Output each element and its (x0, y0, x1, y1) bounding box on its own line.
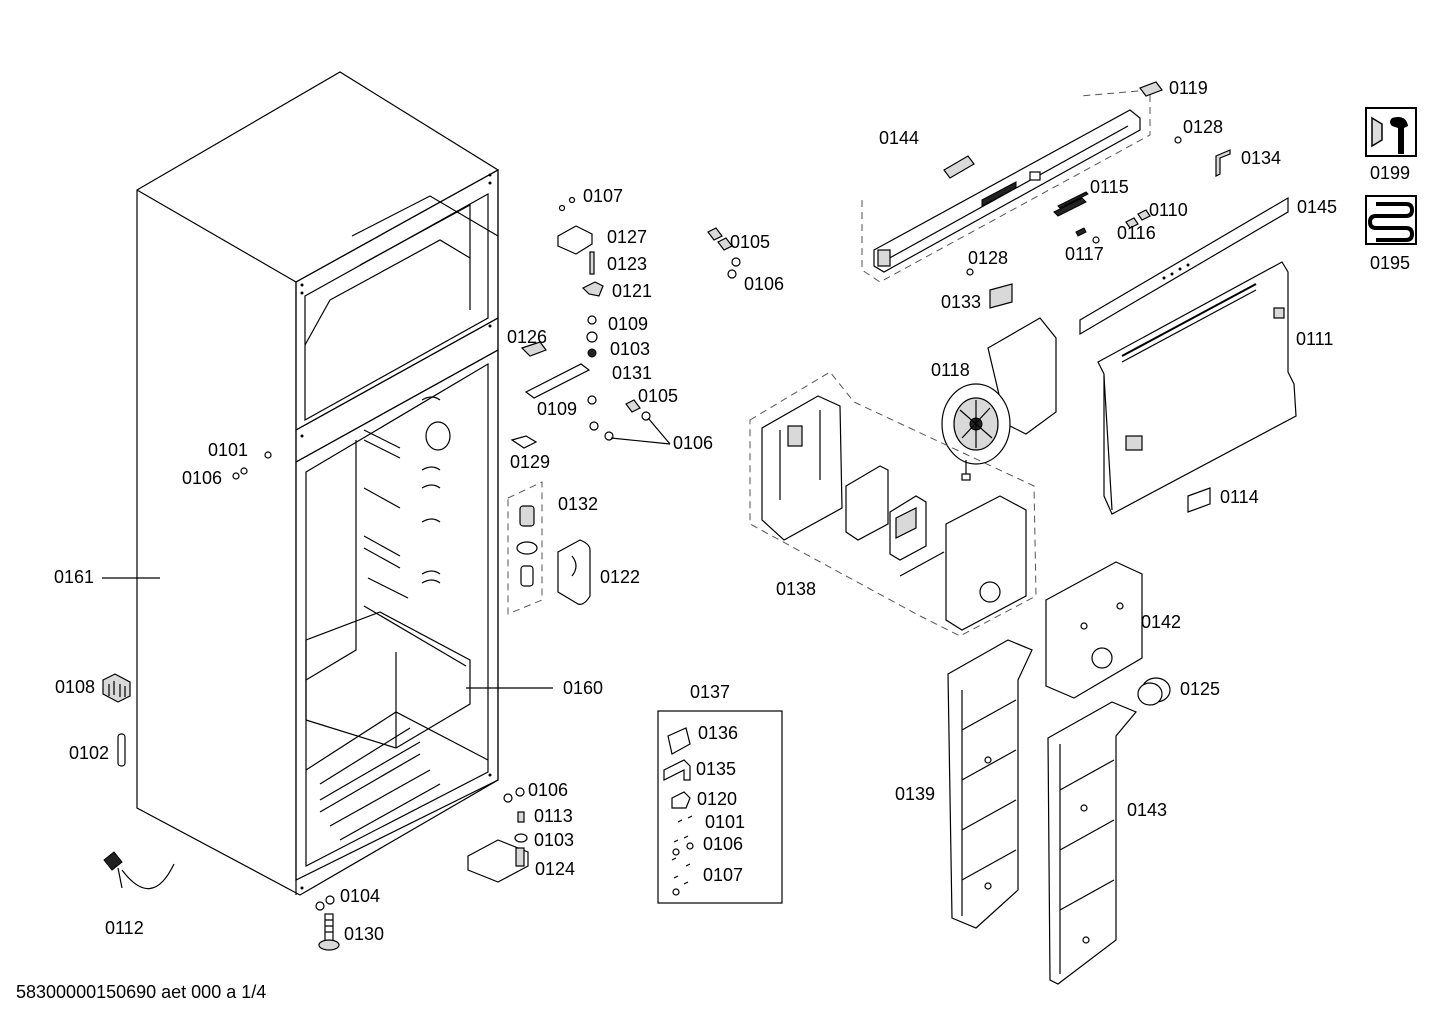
part-label-0130: 0130 (344, 924, 385, 944)
part-label-0108: 0108 (55, 677, 96, 697)
part-label-0111: 0111 (1296, 329, 1334, 349)
part-label-0107-kit: 0107 (703, 865, 744, 885)
part-label-0195: 0195 (1370, 253, 1411, 273)
part-label-0133: 0133 (941, 292, 982, 312)
screw-set-left (232, 451, 272, 480)
hinge-group (510, 196, 741, 449)
part-label-0104: 0104 (340, 886, 381, 906)
part-label-0128: 0128 (1183, 117, 1224, 137)
back-panel-drawing (1097, 261, 1297, 515)
part-label-0115: 0115 (1090, 177, 1129, 197)
top-strip-drawing (1079, 196, 1289, 336)
part-label-0121: 0121 (612, 281, 653, 301)
part-label-0128-lower: 0128 (968, 248, 1009, 268)
part-label-0129: 0129 (510, 452, 551, 472)
part-label-0101: 0101 (208, 440, 249, 460)
part-label-0106: 0106 (182, 468, 223, 488)
part-label-0126: 0126 (507, 327, 548, 347)
channel-left-drawing (947, 639, 1033, 929)
part-label-0106-kit: 0106 (703, 834, 744, 854)
part-label-0102: 0102 (69, 743, 110, 763)
part-label-0109: 0109 (608, 314, 649, 334)
knob-drawing (1137, 677, 1171, 706)
part-label-0117: 0117 (1065, 244, 1104, 264)
part-label-0139: 0139 (895, 784, 936, 804)
part-label-0142: 0142 (1141, 612, 1182, 632)
part-label-0116: 0116 (1117, 223, 1156, 243)
part-label-0135: 0135 (696, 759, 737, 779)
heater-coil-icon (1365, 195, 1417, 245)
part-label-0105-lower: 0105 (638, 386, 679, 406)
part-label-0106-top: 0106 (744, 274, 785, 294)
part-label-0131: 0131 (612, 363, 653, 383)
part-label-0119: 0119 (1169, 78, 1208, 98)
feet-parts (315, 895, 340, 951)
fan-drawing (941, 317, 1057, 481)
drawing-number-footer: 58300000150690 aet 000 a 1/4 (16, 982, 267, 1002)
part-label-0127: 0127 (607, 227, 648, 247)
bottom-hinge-group (467, 787, 529, 883)
part-label-0144: 0144 (879, 128, 920, 148)
part-label-0103-bottom: 0103 (534, 830, 575, 850)
part-label-0106-mid: 0106 (673, 433, 714, 453)
part-label-0161: 0161 (54, 567, 95, 587)
part-label-0134: 0134 (1241, 148, 1282, 168)
part-label-0107: 0107 (583, 186, 624, 206)
part-label-0137: 0137 (690, 682, 731, 702)
part-label-0138: 0138 (776, 579, 817, 599)
control-panel-group (861, 81, 1231, 309)
part-label-0145: 0145 (1297, 197, 1338, 217)
kit-box-drawing (657, 710, 783, 904)
part-label-0122: 0122 (600, 567, 641, 587)
part-label-0103: 0103 (610, 339, 651, 359)
part-label-0114: 0114 (1220, 487, 1259, 507)
part-label-0143: 0143 (1127, 800, 1168, 820)
part-label-0124: 0124 (535, 859, 576, 879)
cabinet-drawing (136, 71, 499, 896)
part-label-0160: 0160 (563, 678, 604, 698)
part-label-0132: 0132 (558, 494, 599, 514)
part-label-0136: 0136 (698, 723, 739, 743)
part-label-0199: 0199 (1370, 163, 1411, 183)
channel-right-drawing (1047, 701, 1137, 985)
part-label-0112: 0112 (105, 918, 144, 938)
tool-wrench-icon (1365, 107, 1417, 157)
part-label-0118: 0118 (931, 360, 970, 380)
part-label-0123: 0123 (607, 254, 648, 274)
thermostat-parts (507, 481, 591, 615)
part-label-0120: 0120 (697, 789, 738, 809)
part-label-0105: 0105 (730, 232, 771, 252)
part-label-0113: 0113 (534, 806, 573, 826)
duct-cover-drawing (1045, 561, 1143, 699)
part-label-0109-lower: 0109 (537, 399, 578, 419)
misc-small-parts (102, 673, 175, 890)
part-label-0125: 0125 (1180, 679, 1221, 699)
part-label-0101-kit: 0101 (705, 812, 746, 832)
part-label-0106-bottom: 0106 (528, 780, 569, 800)
duct-assembly-drawing (749, 371, 1037, 637)
part-label-0110: 0110 (1149, 200, 1188, 220)
